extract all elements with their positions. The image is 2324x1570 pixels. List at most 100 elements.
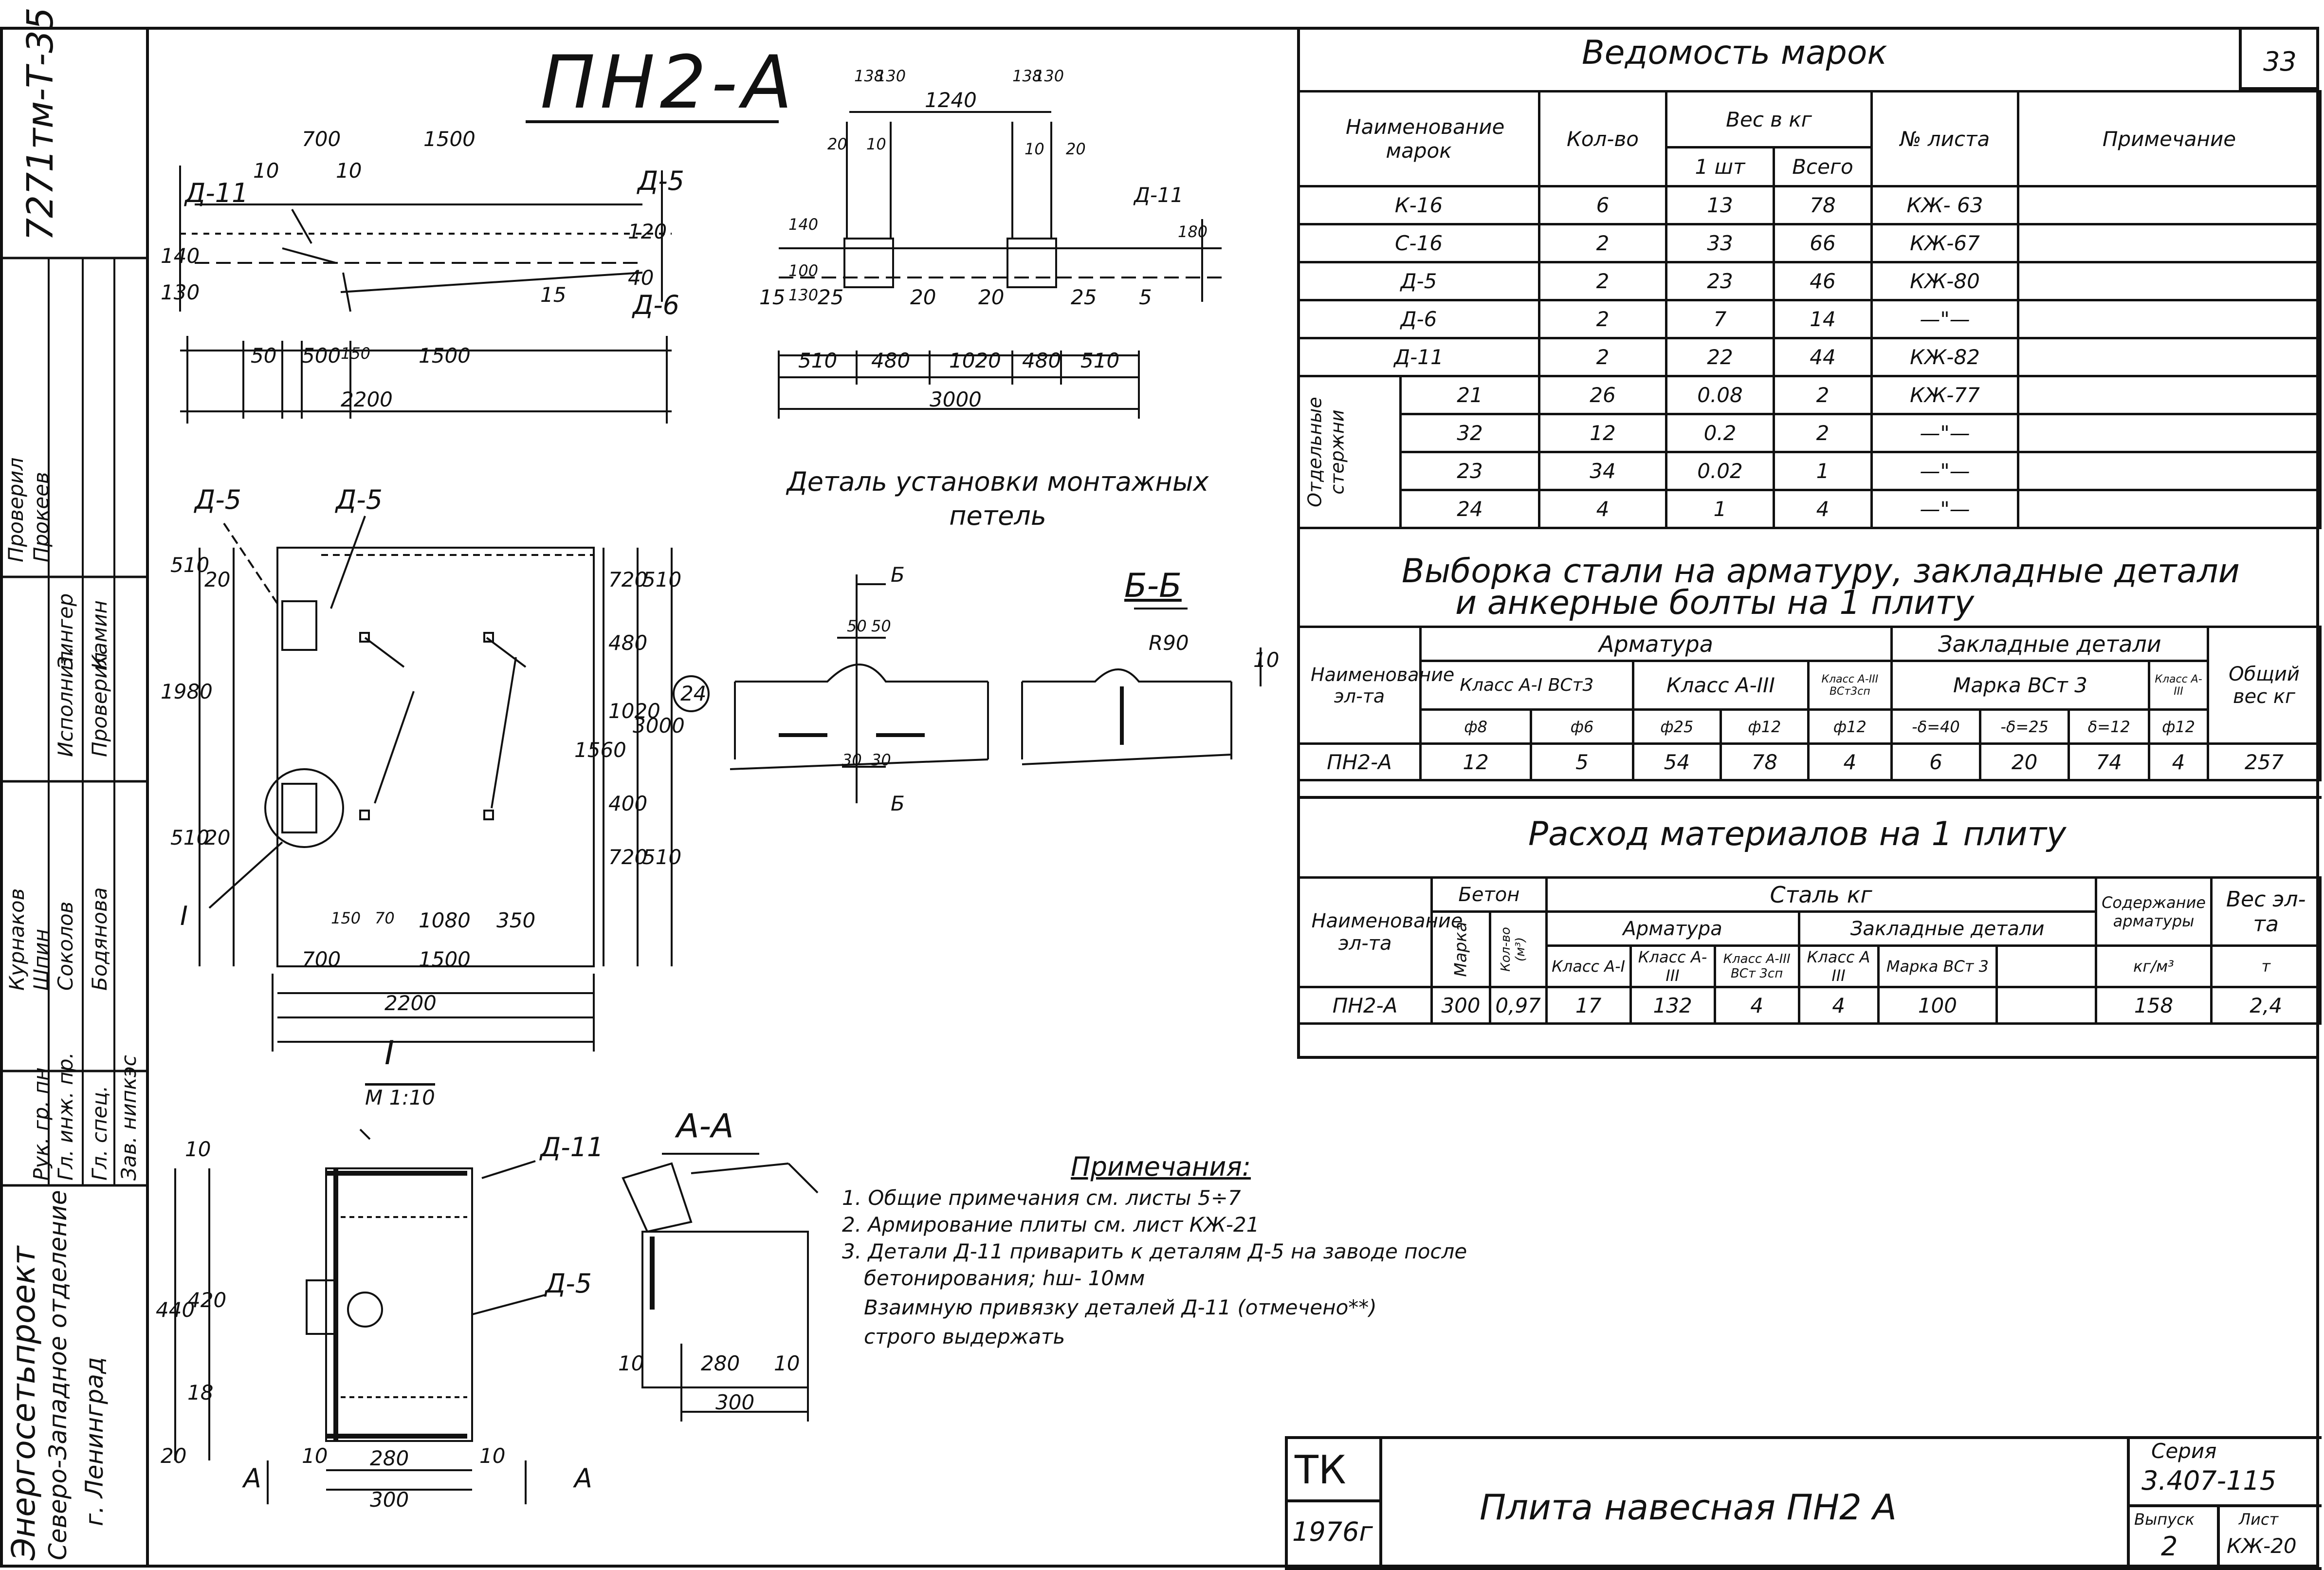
dim-20c: 20 xyxy=(910,285,936,309)
marks-r4-note xyxy=(2017,337,2322,377)
dim-700: 700 xyxy=(302,127,341,151)
steel-row-v7: 74 xyxy=(2068,742,2150,781)
detail-i-title: I xyxy=(384,1034,395,1072)
plan-dim-70: 70 xyxy=(375,909,395,927)
steel-row-v3: 78 xyxy=(1719,742,1810,781)
marks-r4-wall: 44 xyxy=(1773,337,1873,377)
marks-r4-name: Д-11 xyxy=(1297,337,1540,377)
marks-g0-sheet: КЖ-77 xyxy=(1870,375,2019,415)
label-d6-top: Д-6 xyxy=(633,290,680,320)
detail-i-10: 10 xyxy=(185,1137,211,1161)
marks-h-wall: Всего xyxy=(1773,146,1873,187)
detail-i-20: 20 xyxy=(161,1444,187,1468)
dim-500: 500 xyxy=(302,344,341,368)
detail-i-300: 300 xyxy=(370,1488,409,1512)
marks-table: Наименование марок Кол-во Вес в кг № лис… xyxy=(1297,90,2322,529)
steel-h-name: Наименование эл-та xyxy=(1297,626,1454,745)
mat-row-k1: 17 xyxy=(1545,986,1632,1025)
callout-24: 24 xyxy=(680,682,707,705)
issue-divider xyxy=(2217,1504,2220,1570)
dim-10a: 10 xyxy=(253,159,279,183)
mat-h-emb: Закладные детали xyxy=(1797,910,2097,947)
mat-title-box xyxy=(1297,796,2322,872)
mat-row-cont: 158 xyxy=(2094,986,2213,1025)
dim-130: 130 xyxy=(161,280,200,304)
mat-title: Расход материалов на 1 плиту xyxy=(1528,815,2067,853)
plan-dim-1080: 1080 xyxy=(419,908,471,932)
title-block-divider xyxy=(1285,1499,1382,1502)
label-d11-top: Д-11 xyxy=(185,178,249,208)
marks-g1-sheet: —"— xyxy=(1870,413,2019,453)
marks-h-qty: Кол-во xyxy=(1538,90,1667,187)
steel-h-embcls: Класс А-III xyxy=(2148,660,2209,711)
marks-r3-w1: 7 xyxy=(1665,299,1775,339)
mat-h-name-text: Наименование эл-та xyxy=(1311,910,1463,955)
marks-g0-name: 21 xyxy=(1399,375,1540,415)
plan-dim-510b: 510 xyxy=(170,826,210,850)
marks-g3-w1: 1 xyxy=(1665,489,1775,529)
mat-h-e1: Класс А III xyxy=(1797,944,1880,988)
steel-h-c3b: Класс А-III ВСт3сп xyxy=(1807,660,1893,711)
dim-140: 140 xyxy=(161,244,200,268)
dim-140b: 140 xyxy=(788,215,819,234)
label-i-plan: I xyxy=(180,901,188,931)
detail-50a: 50 xyxy=(847,617,867,635)
issue-value: 2 xyxy=(2161,1531,2178,1562)
detail-10: 10 xyxy=(1253,648,1280,672)
plan-dim-720a: 720 xyxy=(608,568,648,591)
mat-h-name: Наименование эл-та xyxy=(1297,876,1463,988)
steel-title-1: Выборка стали на арматуру, закладные дет… xyxy=(1402,552,2240,591)
series-cell xyxy=(2127,1436,2322,1570)
list-label: Лист xyxy=(2239,1510,2279,1529)
detail-i-18: 18 xyxy=(187,1381,214,1404)
mat-row-k3: 132 xyxy=(1629,986,1716,1025)
dim-130c: 130 xyxy=(788,286,819,304)
detail-r90: R90 xyxy=(1149,631,1189,655)
marks-g0-wall: 2 xyxy=(1773,375,1873,415)
detail-i-scale: M 1:10 xyxy=(365,1083,435,1108)
steel-size-6: -δ=25 xyxy=(1979,708,2070,745)
steel-size-3: ф12 xyxy=(1719,708,1810,745)
plan-dim-3000: 3000 xyxy=(633,714,685,738)
mat-row-weight: 2,4 xyxy=(2210,986,2322,1025)
dim-480b: 480 xyxy=(1022,349,1061,372)
steel-h-embmark: Марка ВСт 3 xyxy=(1890,660,2151,711)
marks-r1-sheet: КЖ-67 xyxy=(1870,223,2019,263)
aa-280: 280 xyxy=(701,1351,740,1375)
mat-h-vol-text: Кол-во (м³) xyxy=(1498,927,1528,972)
series-label: Серия xyxy=(2151,1439,2217,1463)
marks-r2-note xyxy=(2017,261,2322,301)
detail-b-bottom: Б xyxy=(891,792,905,815)
marks-r1-qty: 2 xyxy=(1538,223,1667,263)
dim-25b: 25 xyxy=(1071,285,1097,309)
dim-25a: 25 xyxy=(818,285,844,309)
plan-dim-700: 700 xyxy=(302,947,341,971)
plan-dim-1020: 1020 xyxy=(608,699,660,723)
dim-1020: 1020 xyxy=(949,349,1001,372)
dim-180: 180 xyxy=(1178,222,1208,241)
marks-h-weight: Вес в кг xyxy=(1665,90,1873,148)
plan-dim-510a: 510 xyxy=(170,553,210,577)
marks-g1-qty: 12 xyxy=(1538,413,1667,453)
marks-g1-note xyxy=(2017,413,2322,453)
mat-h-vol: Кол-во (м³) xyxy=(1488,910,1548,988)
aa-10b: 10 xyxy=(774,1351,800,1375)
marks-g1-name: 32 xyxy=(1399,413,1540,453)
dim-10b: 10 xyxy=(336,159,362,183)
plan-dim-400: 400 xyxy=(608,792,648,815)
marks-g2-sheet: —"— xyxy=(1870,451,2019,491)
marks-r0-note xyxy=(2017,185,2322,225)
detail-i-440: 440 xyxy=(156,1298,195,1322)
steel-h-c3: Класс А-III xyxy=(1631,660,1810,711)
dim-15: 15 xyxy=(540,283,567,307)
marks-h-name-text: Наименование марок xyxy=(1346,115,1505,163)
marks-g2-qty: 34 xyxy=(1538,451,1667,491)
detail-i-a-right: А xyxy=(574,1463,592,1494)
detail-title: Деталь установки монтажных петель xyxy=(754,465,1241,533)
steel-row-v1: 5 xyxy=(1530,742,1634,781)
mat-h-mark-text: Марка xyxy=(1451,922,1471,977)
label-d5-top: Д-5 xyxy=(638,166,685,196)
dim-150: 150 xyxy=(341,344,371,363)
detail-b-top: Б xyxy=(891,563,905,587)
steel-row-v0: 12 xyxy=(1419,742,1533,781)
